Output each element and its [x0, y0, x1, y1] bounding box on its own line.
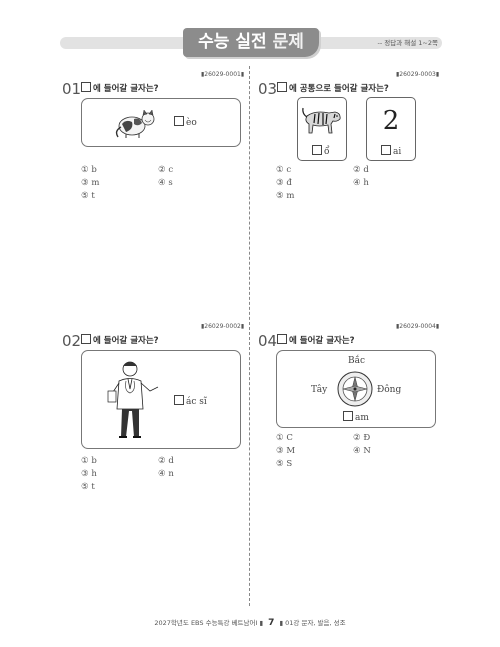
- option-5[interactable]: ⑤ t: [81, 482, 95, 492]
- option-1[interactable]: ① c: [276, 165, 292, 175]
- footer-book-title: 2027학년도 EBS 수능특강 베트남어Ⅰ: [154, 619, 258, 627]
- option-3[interactable]: ③ m: [81, 178, 100, 188]
- section-title-part1: 수능 실전: [198, 32, 267, 52]
- question-image-box: ác sĩ: [81, 350, 241, 449]
- option-3[interactable]: ③ M: [276, 446, 296, 456]
- blank-box-icon: [277, 82, 287, 92]
- footer-separator: ▮: [259, 619, 264, 627]
- option-4[interactable]: ④ N: [353, 446, 371, 456]
- page-footer: 2027학년도 EBS 수능특강 베트남어Ⅰ ▮ 7 ▮ 01강 문자, 발음,…: [0, 617, 500, 628]
- option-1[interactable]: ① b: [81, 456, 97, 466]
- word-with-blank: ác sĩ: [174, 395, 207, 407]
- question-code: ▮26029-0003▮: [396, 71, 440, 78]
- number-digit: 2: [382, 106, 400, 136]
- option-4[interactable]: ④ n: [158, 469, 174, 479]
- question-prompt: 에 들어갈 글자는?: [81, 334, 159, 346]
- compass-west-label: Tây: [311, 385, 328, 395]
- question-prompt: 에 들어갈 글자는?: [277, 334, 355, 346]
- question-number: 04: [258, 332, 278, 350]
- compass-north-label: Bắc: [348, 356, 366, 366]
- section-title: 수능 실전 문제: [183, 28, 319, 57]
- option-2[interactable]: ② Đ: [353, 433, 371, 443]
- section-title-part2: 문제: [272, 32, 304, 52]
- picture-card-number: 2 ai: [366, 97, 416, 161]
- option-2[interactable]: ② c: [158, 165, 174, 175]
- option-5[interactable]: ⑤ t: [81, 191, 95, 201]
- blank-box-icon: [174, 116, 184, 126]
- footer-chapter: 01강 문자, 발음, 성조: [285, 619, 346, 627]
- word-with-blank: ổ: [312, 145, 330, 157]
- question-number: 01: [62, 80, 82, 98]
- option-3[interactable]: ③ đ: [276, 178, 292, 188]
- question-number: 02: [62, 332, 82, 350]
- blank-box-icon: [381, 145, 391, 155]
- blank-box-icon: [81, 82, 91, 92]
- tiger-icon: [302, 107, 341, 134]
- question-code: ▮26029-0004▮: [396, 323, 440, 330]
- option-5[interactable]: ⑤ S: [276, 459, 293, 469]
- option-3[interactable]: ③ h: [81, 469, 97, 479]
- option-4[interactable]: ④ s: [158, 178, 173, 188]
- blank-box-icon: [277, 334, 287, 344]
- option-2[interactable]: ② d: [353, 165, 369, 175]
- question-image-box: èo: [81, 98, 241, 147]
- word-with-blank: èo: [174, 116, 197, 128]
- column-divider: [249, 66, 250, 606]
- option-4[interactable]: ④ h: [353, 178, 369, 188]
- page-number: 7: [268, 618, 275, 628]
- question-prompt: 에 들어갈 글자는?: [81, 82, 159, 94]
- question-code: ▮26029-0001▮: [201, 71, 245, 78]
- option-2[interactable]: ② d: [158, 456, 174, 466]
- footer-separator: ▮: [279, 619, 284, 627]
- option-1[interactable]: ① b: [81, 165, 97, 175]
- blank-box-icon: [343, 411, 353, 421]
- question-image-box: Bắc Tây Đông am: [276, 350, 436, 428]
- doctor-icon: [107, 361, 159, 438]
- compass-south-label: am: [343, 411, 369, 423]
- cat-icon: [115, 109, 155, 138]
- blank-box-icon: [312, 145, 322, 155]
- question-prompt: 에 공통으로 들어갈 글자는?: [277, 82, 389, 94]
- blank-box-icon: [174, 395, 184, 405]
- blank-box-icon: [81, 334, 91, 344]
- option-1[interactable]: ① C: [276, 433, 293, 443]
- option-5[interactable]: ⑤ m: [276, 191, 295, 201]
- question-code: ▮26029-0002▮: [201, 323, 245, 330]
- compass-east-label: Đông: [377, 385, 402, 395]
- word-with-blank: ai: [381, 145, 401, 157]
- question-number: 03: [258, 80, 278, 98]
- compass-icon: [337, 371, 373, 407]
- answer-note: -- 정답과 해설 1~2쪽: [377, 39, 439, 47]
- picture-card-tiger: ổ: [297, 97, 347, 161]
